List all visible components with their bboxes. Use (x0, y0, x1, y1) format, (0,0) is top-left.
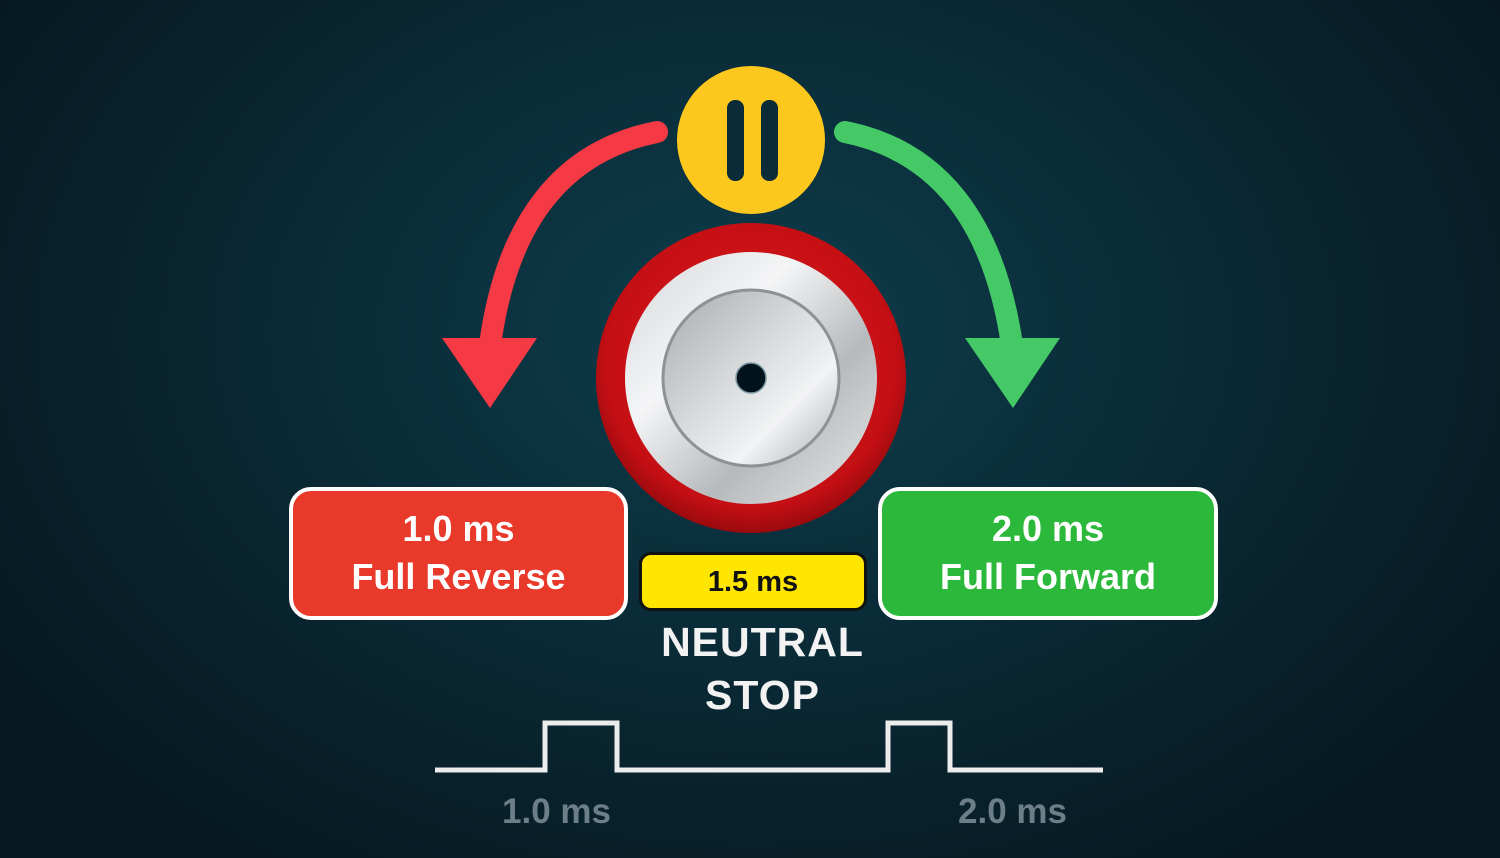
forward-value: 2.0 ms (991, 508, 1105, 549)
reverse-arrow (442, 121, 668, 408)
reverse-label: Full Reverse (351, 556, 566, 597)
neutral-line1: NEUTRAL (661, 619, 864, 665)
pause-icon (677, 66, 825, 214)
forward-label: Full Forward (940, 556, 1156, 597)
neutral-value-box: 1.5 ms (639, 552, 867, 611)
full-reverse-box: 1.0 ms Full Reverse (289, 487, 628, 620)
pwm-waveform (435, 720, 1103, 773)
neutral-line2: STOP (705, 672, 820, 718)
knob-icon (596, 223, 906, 533)
neutral-value: 1.5 ms (707, 566, 799, 598)
reverse-value: 1.0 ms (402, 508, 515, 549)
forward-arrow (834, 121, 1060, 408)
waveform-left-label: 1.0 ms (502, 792, 611, 831)
neutral-stop-label: NEUTRAL STOP (620, 616, 905, 722)
waveform-right-label: 2.0 ms (958, 792, 1067, 831)
full-forward-box: 2.0 ms Full Forward (878, 487, 1218, 620)
